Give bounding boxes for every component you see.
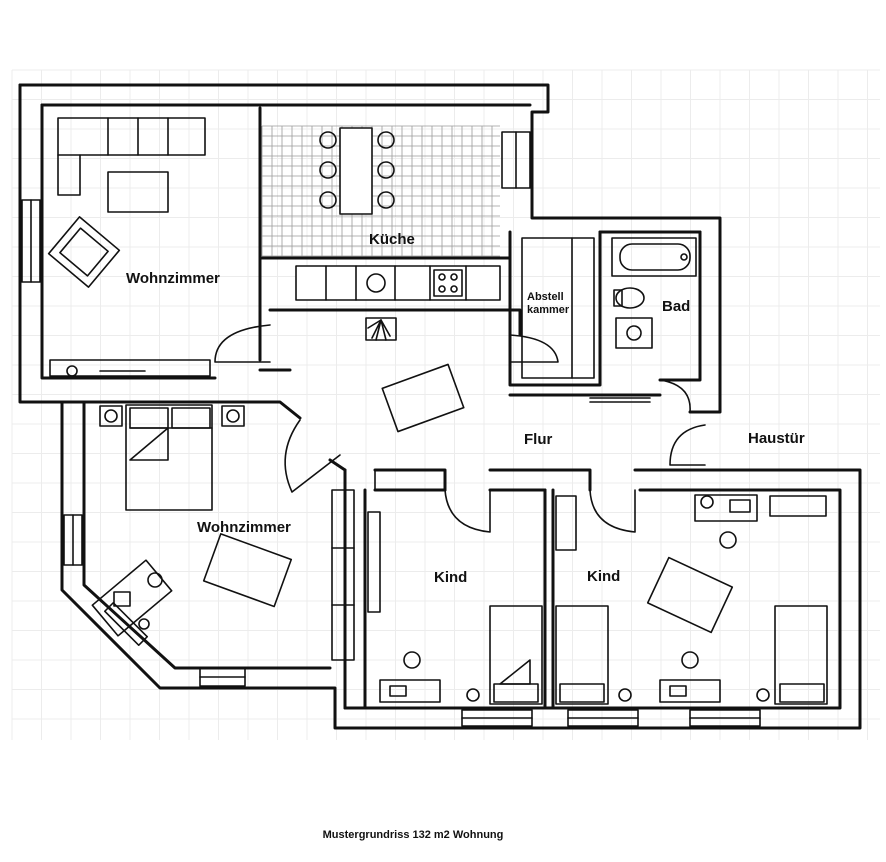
kitchen-chair (377, 161, 395, 179)
storage-shelves (521, 237, 595, 379)
kind-2-furniture (555, 494, 828, 705)
label-haustuer: Haustür (748, 430, 805, 447)
kitchen-chair (319, 161, 337, 179)
door-swings (214, 324, 706, 533)
label-kind-1: Kind (434, 569, 467, 586)
kitchen-chair (319, 131, 337, 149)
room-labels: Wohnzimmer Küche Abstell kammer Bad Flur… (126, 231, 805, 586)
label-kueche: Küche (369, 231, 415, 248)
kind-1-furniture (367, 511, 543, 705)
label-abstellkammer-1: Abstell (527, 291, 564, 303)
windows (21, 131, 761, 727)
label-wohnzimmer-2: Wohnzimmer (197, 519, 291, 536)
label-wohnzimmer-1: Wohnzimmer (126, 270, 220, 287)
kitchen-chair (319, 191, 337, 209)
bathroom-fixtures (611, 237, 697, 349)
kitchen-chair (377, 131, 395, 149)
caption: Mustergrundriss 132 m2 Wohnung (322, 829, 504, 841)
label-bad: Bad (662, 298, 690, 315)
hall-rug (381, 363, 465, 433)
living-room-furniture (47, 117, 211, 377)
exterior-walls (18, 83, 862, 730)
kitchen-furniture (295, 127, 501, 341)
label-flur: Flur (524, 431, 552, 448)
label-kind-2: Kind (587, 568, 620, 585)
kitchen-chair (377, 191, 395, 209)
living-room-2-furniture (91, 404, 355, 661)
label-abstellkammer-2: kammer (527, 304, 570, 316)
interior-walls (60, 106, 707, 710)
